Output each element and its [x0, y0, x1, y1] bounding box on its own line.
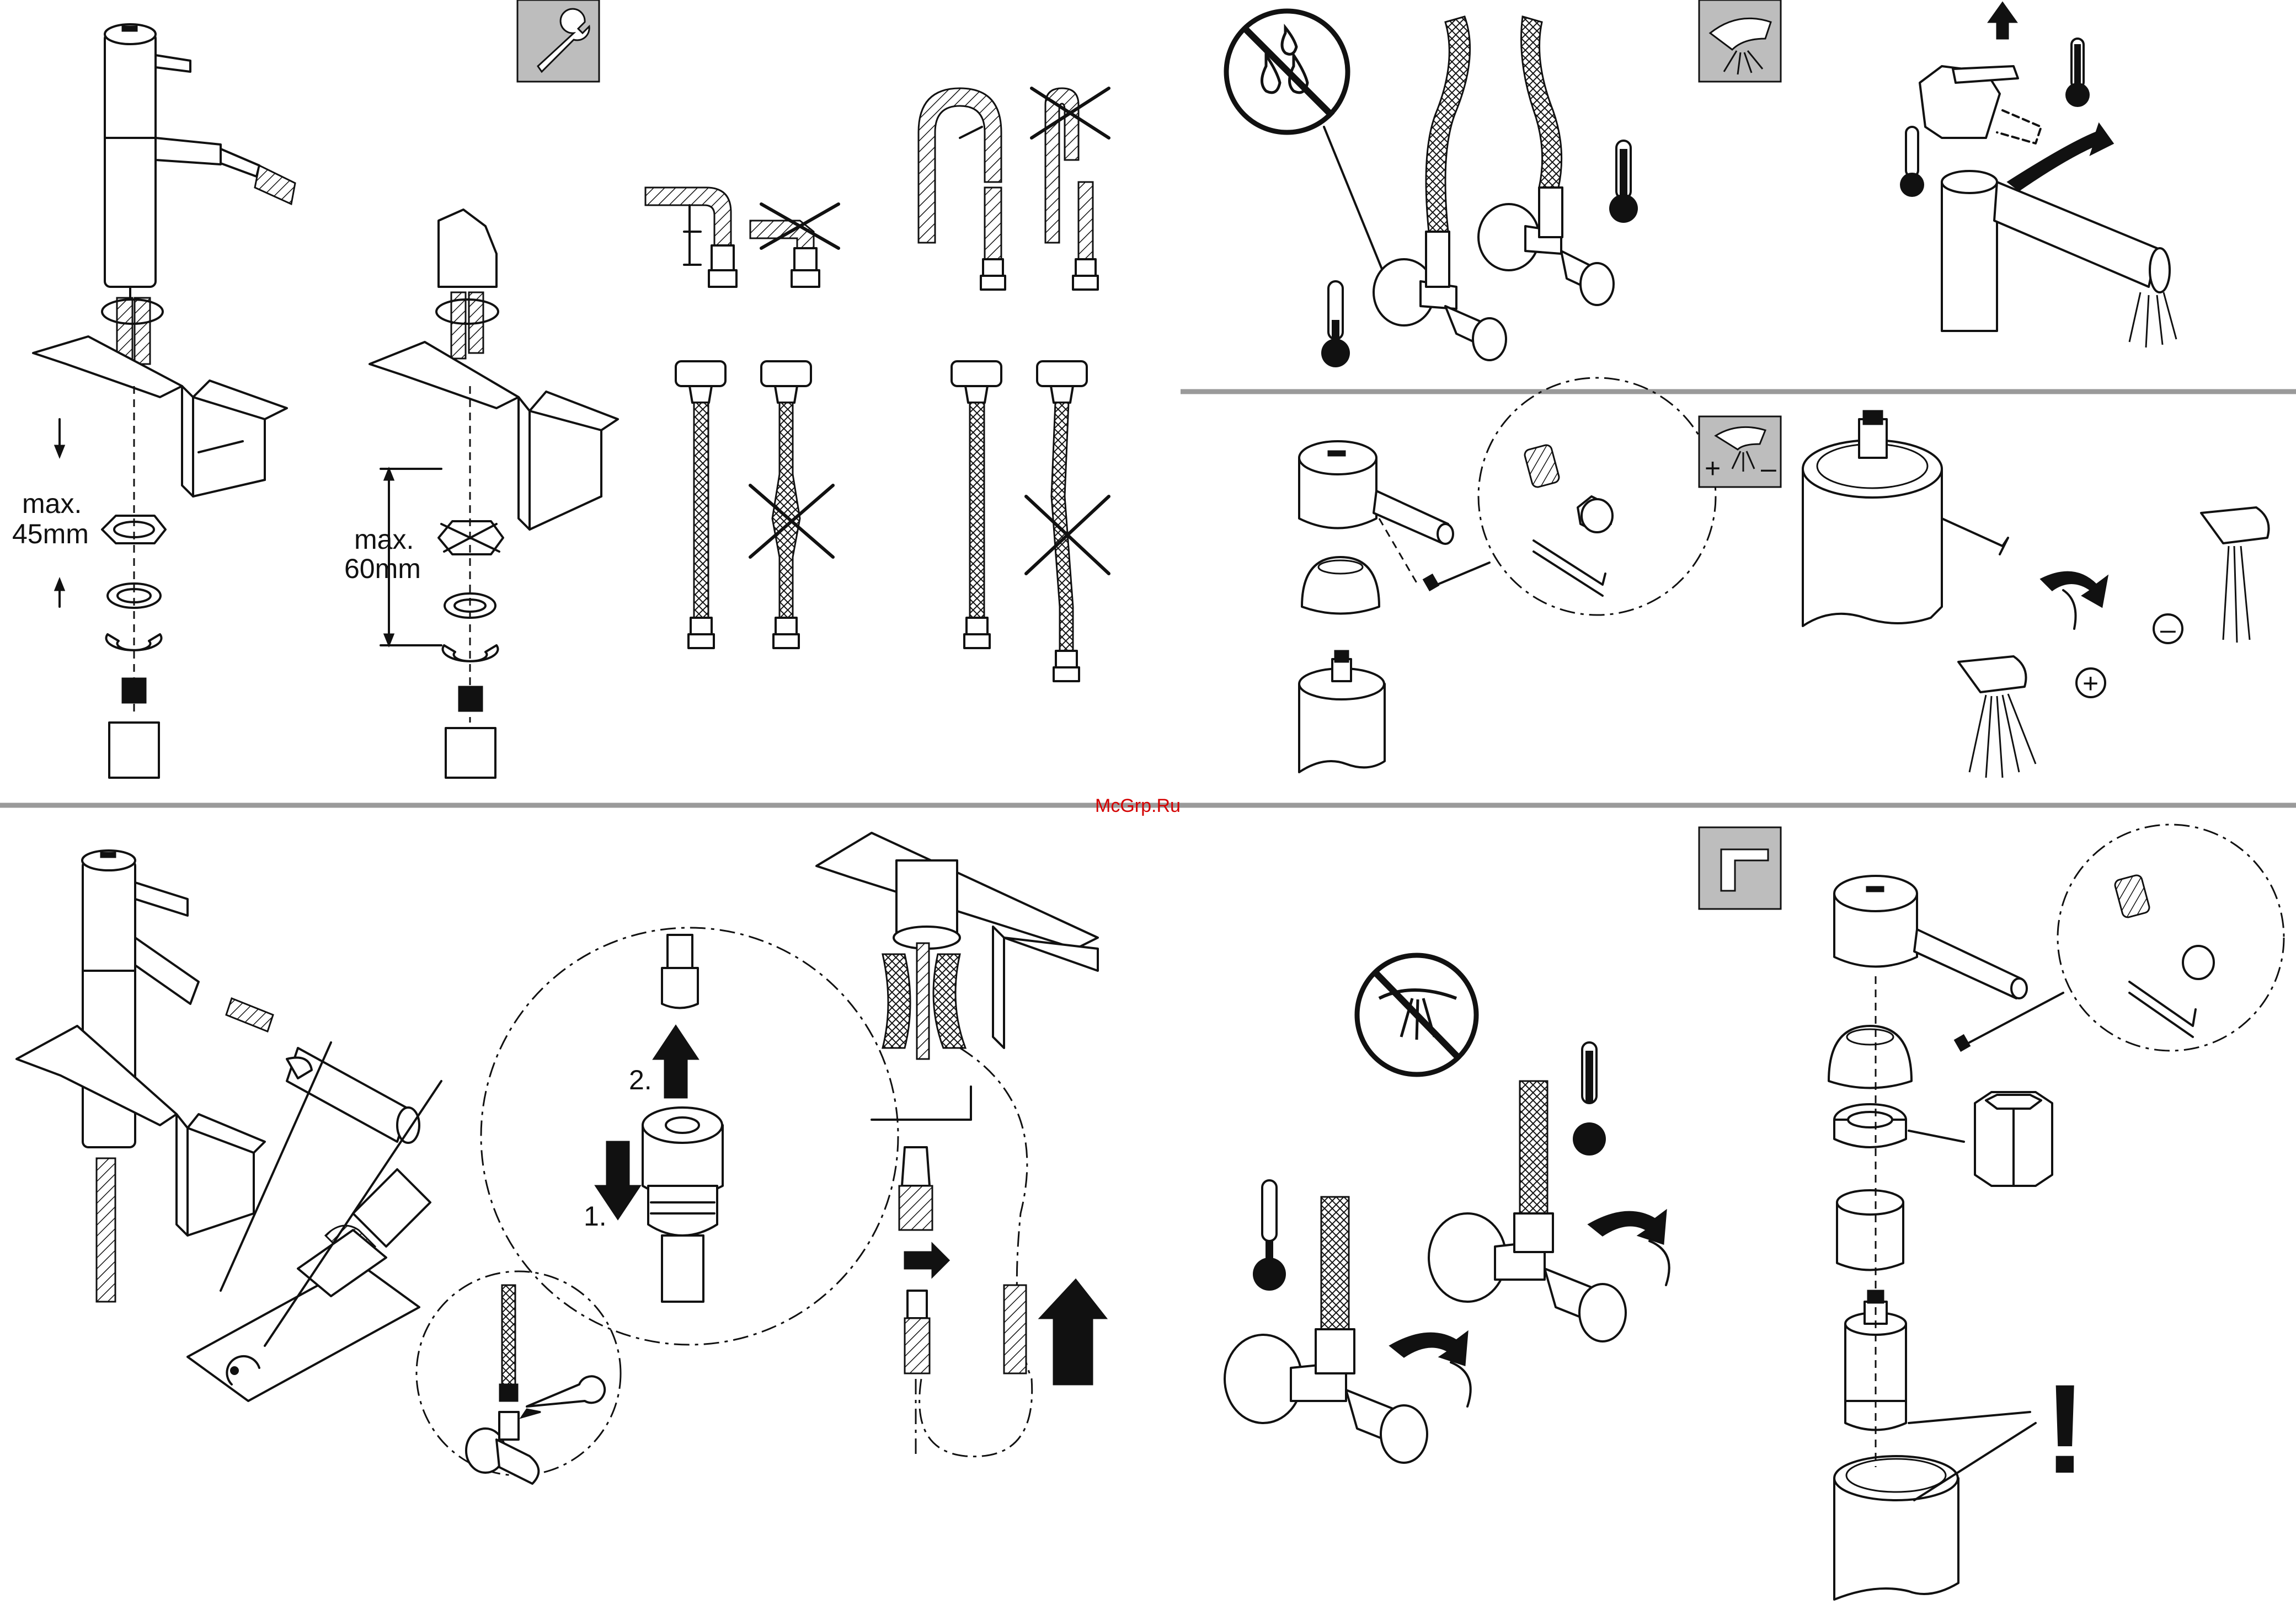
- grub-screw: [1424, 575, 1439, 590]
- handle-lever-2: [1834, 876, 2027, 998]
- cover-cap-2: [1829, 1026, 1911, 1088]
- wrench-detail: [417, 1271, 621, 1484]
- spout-spray-plus-minus-icon: + –: [1699, 416, 1781, 487]
- sleeve: [1837, 1190, 1903, 1270]
- panel-spout-swivel: [1699, 0, 2176, 347]
- allen-key-icon: [1699, 827, 1781, 909]
- hose-cold: [1426, 17, 1470, 232]
- sink-plate-a: [33, 336, 287, 496]
- dimension-max-45: max. 45mm: [12, 419, 89, 607]
- label-max-60-line1: max.: [354, 524, 414, 555]
- hose-u-bend-correct: [919, 88, 1005, 290]
- sink-plate-c: [17, 1026, 265, 1235]
- panel-angle-valves-open: [1226, 11, 1638, 367]
- hose-hot: [1521, 17, 1562, 188]
- minus-circle: –: [2160, 614, 2176, 645]
- panel-hose-rules: [645, 88, 1109, 681]
- angle-valve-close-right: [1429, 1081, 1669, 1341]
- watermark: McGrp.Ru: [1095, 795, 1181, 816]
- hose-straight-correct-1: [676, 361, 725, 648]
- dimension-max-60: max. 60mm: [344, 469, 441, 645]
- hose-u-bend-wrong: [1032, 88, 1109, 290]
- step-2-label: 2.: [629, 1065, 652, 1095]
- faucet-body-b: [436, 210, 498, 359]
- hex-socket: [1975, 1092, 2052, 1186]
- spout-strong-spray-icon: [1958, 656, 2036, 778]
- cartridge-base: [1299, 651, 1385, 772]
- cartridge-adjust: – +: [1803, 411, 2182, 699]
- thermometer-cold-icon-2: [1900, 127, 1924, 197]
- sink-plate-b: [370, 342, 618, 529]
- thermometer-hot-icon-3: [1573, 1042, 1606, 1156]
- wrench-icon: [517, 0, 599, 82]
- mounting-parts-b: [439, 386, 503, 778]
- hose-straight-wrong-2: [1026, 361, 1109, 681]
- panel-angle-valves-close: [1225, 827, 1781, 1463]
- faucet-swivel: [1920, 0, 2176, 347]
- spout-spray-icon: [1699, 0, 1781, 82]
- detail-circle-screw: [1437, 378, 1716, 615]
- hose-straight-correct-2: [952, 361, 1001, 648]
- thermometer-cold-icon-3: [1253, 1180, 1286, 1291]
- hose-bend-correct: [645, 188, 736, 287]
- hose-bend-wrong: [750, 204, 839, 287]
- plus-sign: +: [1705, 453, 1721, 484]
- panel-mounting: max. 45mm: [12, 0, 618, 778]
- no-spray-icon: [1357, 955, 1476, 1074]
- faucet-base: [1834, 1456, 1958, 1600]
- thermometer-cold-icon: [1321, 281, 1350, 367]
- mounting-parts-a: [102, 386, 165, 778]
- thermometer-hot-icon: [1609, 141, 1638, 223]
- spout-weak-spray-icon: [2201, 507, 2269, 643]
- label-max-45-line1: max.: [22, 488, 82, 519]
- panel-handle-disassembly: + – – +: [1299, 378, 2269, 778]
- hose-straight-wrong-1: [750, 361, 833, 648]
- lock-nut: [1834, 1104, 1964, 1147]
- panel-spout-connection: 2. 1.: [17, 833, 1106, 1484]
- no-water-drops-icon: [1226, 11, 1385, 276]
- minus-sign: –: [1761, 453, 1776, 484]
- detail-circle-screw-2: [1969, 825, 2284, 1051]
- plus-circle: +: [2083, 668, 2099, 699]
- exclamation-mark: !: [2044, 1358, 2086, 1500]
- panel-cartridge-replacement: !: [1829, 825, 2284, 1600]
- label-max-45-line2: 45mm: [12, 518, 89, 549]
- hose-routing: [816, 833, 1106, 1457]
- grub-screw-2: [1955, 1035, 1970, 1051]
- cover-cap: [1302, 557, 1379, 614]
- step-1-label: 1.: [584, 1201, 607, 1232]
- faucet-body-a: [102, 24, 295, 370]
- thermometer-hot-icon-2: [2065, 39, 2090, 107]
- label-max-60-line2: 60mm: [344, 553, 421, 584]
- quick-connector-detail: 2. 1.: [481, 928, 898, 1345]
- angle-valve-right: [1478, 188, 1614, 305]
